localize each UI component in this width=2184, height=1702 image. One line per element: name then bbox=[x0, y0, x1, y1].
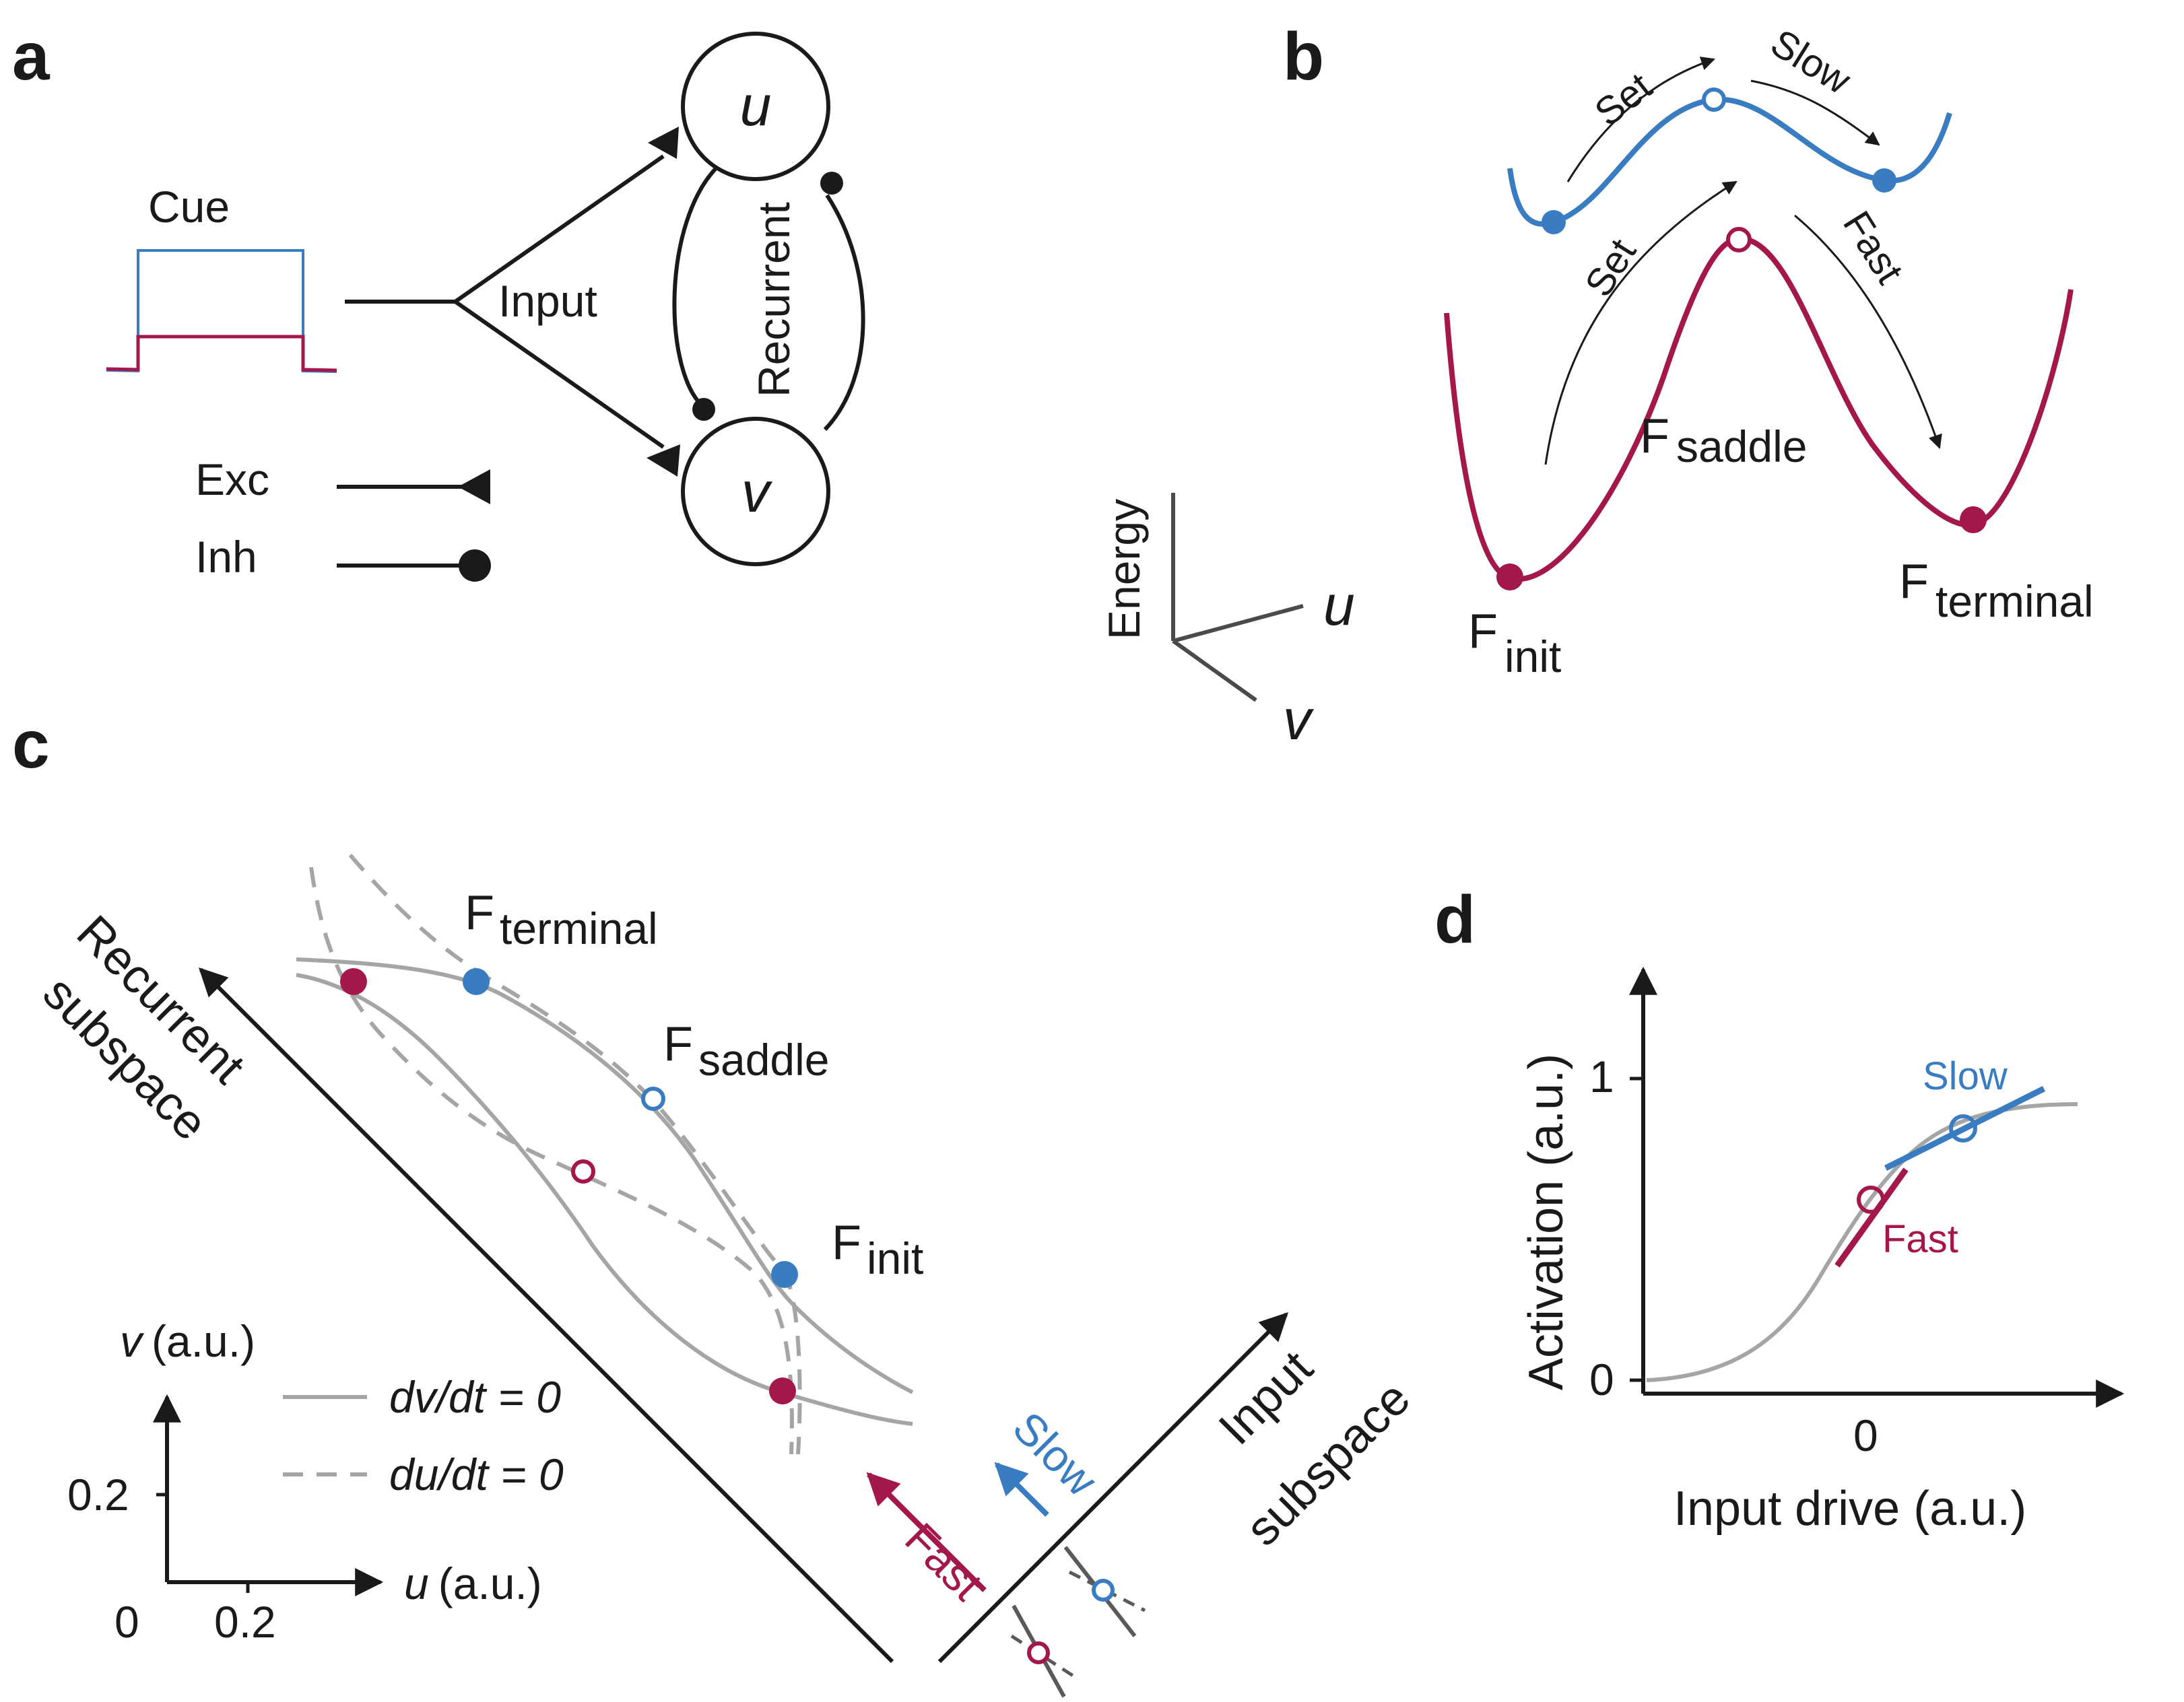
fast-arrow bbox=[1794, 214, 1942, 449]
node-v-label: v bbox=[741, 461, 773, 524]
recurrent-subspace-axis bbox=[199, 967, 894, 1664]
recurrent-label: Recurrent bbox=[749, 202, 799, 397]
axis-energy-label: Energy bbox=[1099, 499, 1149, 640]
legend-inh-label: Inh bbox=[195, 532, 257, 582]
fast-tangent bbox=[1834, 1167, 1909, 1268]
panel-d: d 1 0 0 Activation (a.u.) Input drive (a… bbox=[1434, 882, 2125, 1536]
excitatory-triangle-u bbox=[648, 127, 679, 159]
fast-saddle-dot bbox=[1726, 227, 1752, 252]
fp-saddle-blue bbox=[641, 1087, 665, 1111]
panel-a: a Cue Input u v Recurrent Exc Inh bbox=[12, 19, 865, 582]
fast-terminal-dot bbox=[1960, 506, 1987, 533]
fp-init-red bbox=[769, 1377, 796, 1404]
small-tick-x-label: 0.2 bbox=[214, 1597, 276, 1647]
nullcline-du-upper bbox=[348, 854, 802, 1455]
slow-init-dot bbox=[1542, 210, 1566, 234]
slow-direction-arrow bbox=[994, 1462, 1049, 1517]
recurrent-arc-right bbox=[823, 194, 865, 432]
legend-solid-label: dv/dt = 0 bbox=[389, 1372, 561, 1422]
set-arrow-lower bbox=[1544, 180, 1738, 465]
node-u-label: u bbox=[740, 74, 772, 137]
small-tick-y-label: 0.2 bbox=[67, 1470, 129, 1520]
input-connector bbox=[345, 154, 665, 449]
set-arrow-upper bbox=[1566, 57, 1715, 182]
input-saddle-red bbox=[1027, 1641, 1050, 1664]
fast-direction-arrow bbox=[866, 1472, 987, 1592]
recurrent-arc-left bbox=[672, 165, 719, 406]
d-ytick-1: 1 bbox=[1589, 1052, 1614, 1101]
d-xlabel: Input drive (a.u.) bbox=[1674, 1482, 2026, 1536]
axis-u-label: u bbox=[1323, 574, 1355, 637]
slow-arrow bbox=[1750, 79, 1880, 146]
panel-letter-d: d bbox=[1434, 882, 1476, 957]
fp-saddle-red bbox=[571, 1159, 595, 1184]
legend-inh-dot bbox=[459, 549, 491, 582]
fast-label: Fast bbox=[1834, 203, 1912, 291]
set-label-lower: Set bbox=[1577, 232, 1645, 304]
input-subspace-axis bbox=[937, 1312, 1288, 1664]
slow-saddle-dot bbox=[1702, 88, 1726, 112]
node-u bbox=[681, 32, 830, 181]
small-axis-v-label: v(a.u.) bbox=[120, 1316, 255, 1366]
fp-terminal-blue bbox=[463, 968, 490, 995]
nullcline-dv-upper bbox=[296, 957, 914, 1394]
slow-operating-point bbox=[1949, 1114, 1977, 1143]
legend-exc-triangle bbox=[458, 469, 490, 504]
legend-dashed-label: du/dt = 0 bbox=[389, 1450, 564, 1499]
excitatory-triangle-v bbox=[647, 444, 680, 477]
fast-init-dot bbox=[1496, 564, 1523, 590]
small-origin-label: 0 bbox=[114, 1597, 139, 1647]
slow-label: Slow bbox=[1763, 21, 1859, 103]
d-ylabel: Activation (a.u.) bbox=[1519, 1054, 1573, 1390]
inhibitory-dot-left bbox=[692, 398, 715, 421]
set-label-upper: Set bbox=[1587, 64, 1660, 135]
input-dashed-tick-red bbox=[1010, 1634, 1076, 1678]
d-ytick-0: 0 bbox=[1589, 1355, 1614, 1404]
cue-label: Cue bbox=[148, 182, 230, 232]
c-fast-label: Fast bbox=[896, 1513, 992, 1610]
panel-letter-a: a bbox=[12, 19, 51, 94]
axis-v-label: v bbox=[1283, 688, 1315, 751]
slow-tangent bbox=[1884, 1085, 2046, 1171]
legend-exc-label: Exc bbox=[195, 454, 269, 504]
node-v bbox=[681, 417, 830, 566]
d-xtick-0: 0 bbox=[1853, 1410, 1878, 1460]
panel-letter-b: b bbox=[1283, 19, 1324, 94]
cue-trace-red bbox=[106, 335, 337, 372]
fast-operating-point bbox=[1857, 1186, 1885, 1214]
inhibitory-dot-right bbox=[820, 172, 843, 195]
small-axis-u-label: u(a.u.) bbox=[404, 1559, 542, 1608]
slow-terminal-dot bbox=[1872, 168, 1896, 193]
fp-terminal-red bbox=[340, 968, 367, 995]
nullcline-dv-lower bbox=[296, 973, 913, 1426]
fp-init-blue bbox=[771, 1261, 798, 1288]
d-fast-label: Fast bbox=[1882, 1217, 1958, 1261]
sigmoid-curve bbox=[1646, 1102, 2078, 1382]
input-label: Input bbox=[498, 276, 597, 326]
energy-curve-slow bbox=[1507, 96, 1952, 227]
energy-axes bbox=[1171, 493, 1304, 702]
input-saddle-blue bbox=[1092, 1579, 1115, 1602]
panel-letter-c: c bbox=[12, 707, 50, 782]
d-slow-label: Slow bbox=[1923, 1054, 2008, 1098]
input-subspace-line1: Input bbox=[1209, 1341, 1323, 1456]
